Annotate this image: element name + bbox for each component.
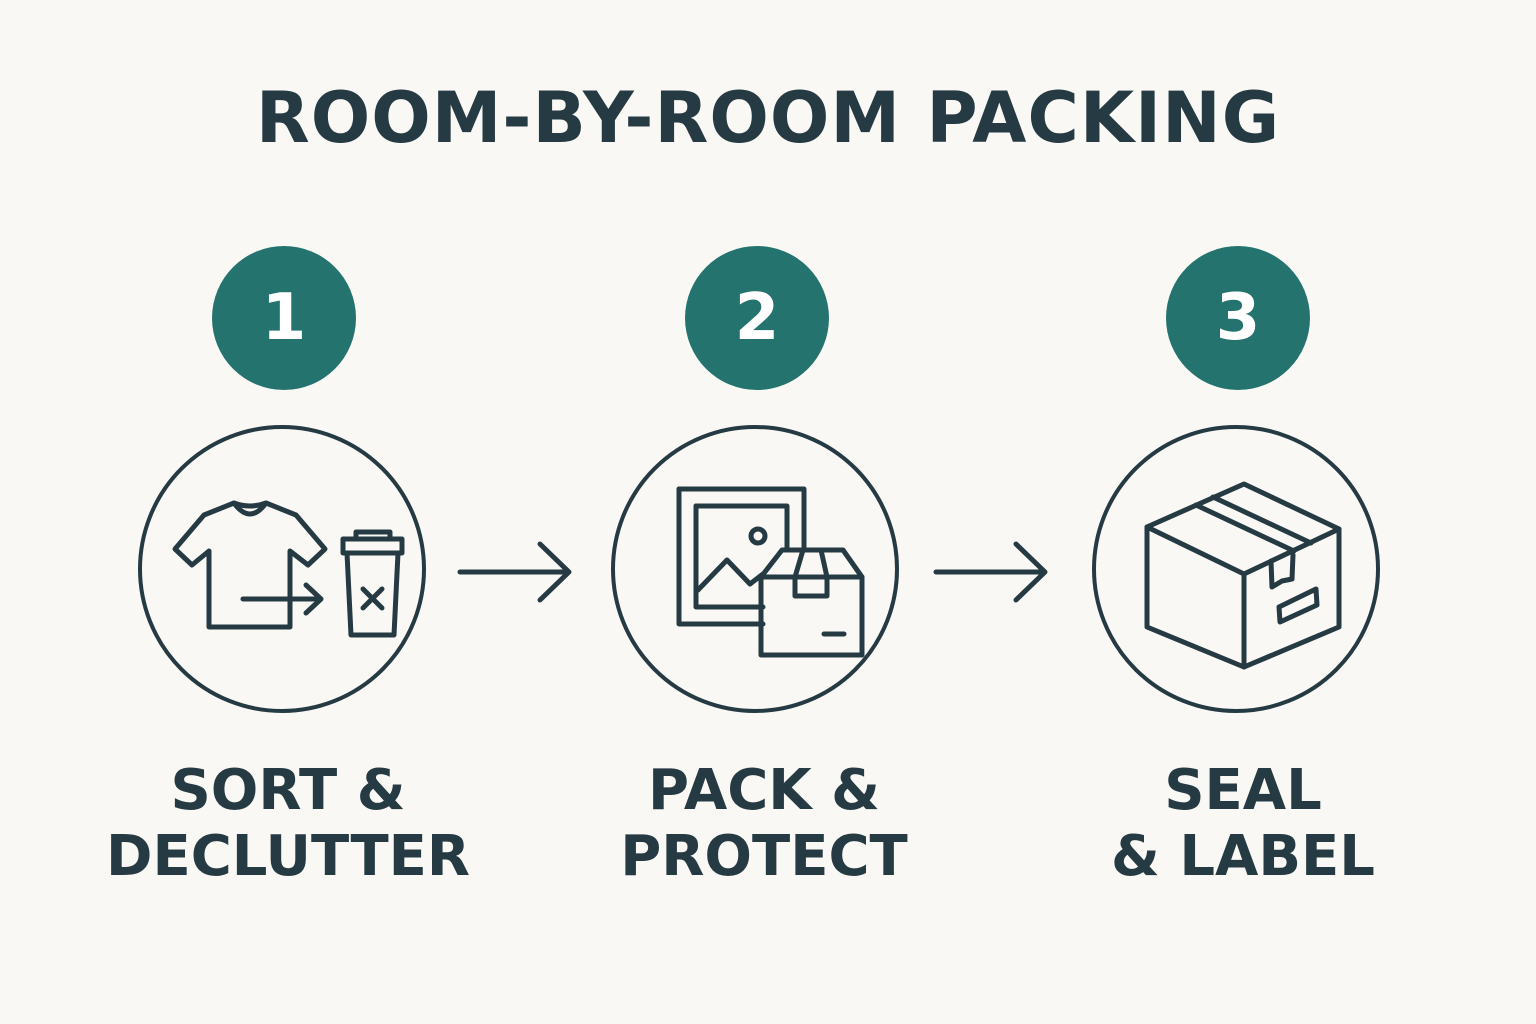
step-2-number: 2 <box>734 281 780 355</box>
t-shirt-icon <box>172 500 328 630</box>
step-2-label-line-2: PROTECT <box>620 824 908 889</box>
page-title: ROOM-BY-ROOM PACKING <box>255 77 1281 159</box>
step-3-label: SEAL & LABEL <box>1033 758 1453 890</box>
step-3-label-line-2: & LABEL <box>1111 824 1375 889</box>
step-3-badge: 3 <box>1166 246 1310 390</box>
pack-protect-icon <box>676 486 865 658</box>
step-1-badge: 1 <box>212 246 356 390</box>
step-1-icon-circle <box>138 425 426 713</box>
box-icon <box>758 547 865 658</box>
sort-declutter-icon <box>172 500 405 638</box>
step-2-icon-circle <box>611 425 899 713</box>
step-3-label-line-1: SEAL <box>1164 758 1322 823</box>
flow-arrow-2-icon <box>933 541 1048 603</box>
step-2-label-line-1: PACK & <box>647 758 881 823</box>
step-1-number: 1 <box>261 281 307 355</box>
step-3-icon-circle <box>1092 425 1380 713</box>
step-3-number: 3 <box>1215 281 1261 355</box>
step-2-label: PACK & PROTECT <box>554 758 974 890</box>
picture-frame-icon <box>676 486 807 627</box>
step-1-label-line-2: DECLUTTER <box>105 824 471 889</box>
trash-bin-icon <box>340 529 405 638</box>
sealed-box-icon <box>1144 481 1342 670</box>
step-1-label: SORT & DECLUTTER <box>78 758 498 890</box>
step-2-badge: 2 <box>685 246 829 390</box>
step-1-label-line-1: SORT & <box>170 758 406 823</box>
right-arrow-icon <box>240 582 324 616</box>
flow-arrow-1-icon <box>457 541 572 603</box>
